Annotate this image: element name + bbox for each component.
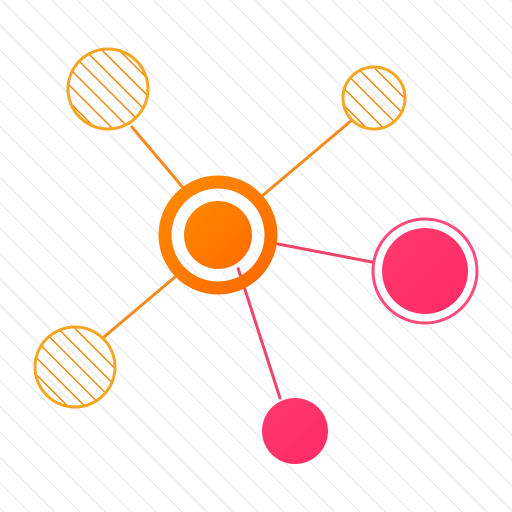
hub-node bbox=[158, 175, 278, 295]
edges bbox=[102, 118, 374, 400]
node-bottom-left bbox=[33, 325, 117, 409]
node-top-right bbox=[341, 65, 407, 131]
edge-bottom bbox=[236, 266, 282, 400]
edge-top-left bbox=[130, 125, 187, 192]
edge-bottom-left bbox=[102, 275, 177, 339]
edge-right bbox=[276, 242, 374, 264]
node-bottom bbox=[262, 398, 328, 464]
edge-top-right bbox=[260, 118, 354, 198]
node-right bbox=[371, 217, 479, 325]
node-top-left bbox=[66, 47, 150, 131]
